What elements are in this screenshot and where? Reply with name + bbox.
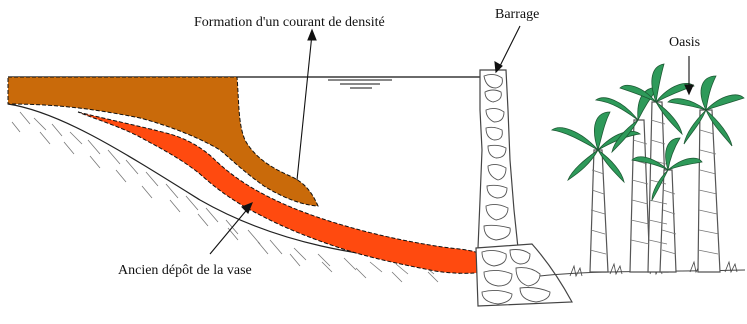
oasis-arrowhead <box>685 85 693 94</box>
density-current-label: Formation d'un courant de densité <box>194 15 385 30</box>
water-level-icon <box>328 80 392 88</box>
density-current-arrowhead <box>308 30 316 40</box>
density-current-pointer <box>297 34 312 180</box>
palm-tree-icon <box>552 64 744 272</box>
dam-pointer <box>498 26 520 70</box>
oasis-label: Oasis <box>669 35 700 50</box>
silt-pointer <box>210 206 250 254</box>
old-silt-label: Ancien dépôt de la vase <box>118 263 252 278</box>
dam-label: Barrage <box>495 7 539 22</box>
stone-dam-icon <box>476 70 572 306</box>
